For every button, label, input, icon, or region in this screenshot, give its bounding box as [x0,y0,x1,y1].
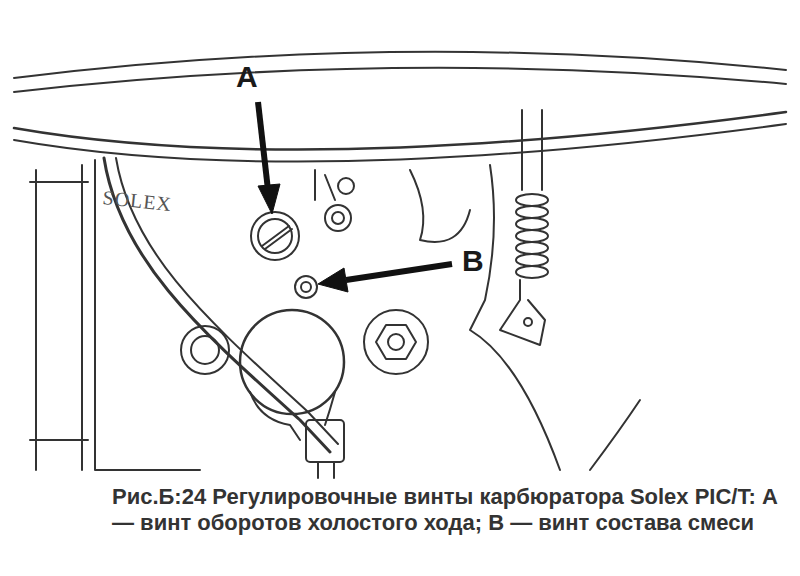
engraved-mark: SOLEX [102,186,173,216]
spring [516,194,548,278]
idle-screw [251,212,299,260]
carb-body [95,160,560,470]
idle-screw [258,219,292,253]
filter-edge [14,124,786,162]
lever [500,280,545,345]
filter-edge [14,68,786,92]
casting-mark [315,170,335,200]
body-line [590,400,640,470]
pipe [30,165,88,470]
pointer-arrow [346,264,452,280]
callout-letter: В [462,246,484,276]
connector-wire [318,462,334,478]
boss [191,336,219,364]
mixture-screw [301,282,311,292]
screw-slot [262,226,292,249]
boss [364,310,428,374]
mixture-screw [295,276,317,298]
solenoid [240,310,344,414]
boss [181,326,229,374]
arrowhead [258,184,280,214]
callout-letter: А [236,62,258,92]
lever-pin [524,318,532,326]
rod [522,110,542,190]
connector [306,420,344,462]
plug [325,205,351,231]
filter-edge [14,112,786,150]
pointer-arrow [258,102,268,190]
nut [376,325,416,359]
solenoid [250,392,335,440]
arrowhead [318,268,348,292]
plug [332,212,344,224]
figure-caption: Рис.Б:24 Регулировочные винты карбюратор… [112,484,788,537]
nut [388,334,404,350]
carb-body [410,170,470,242]
plug [338,178,354,194]
